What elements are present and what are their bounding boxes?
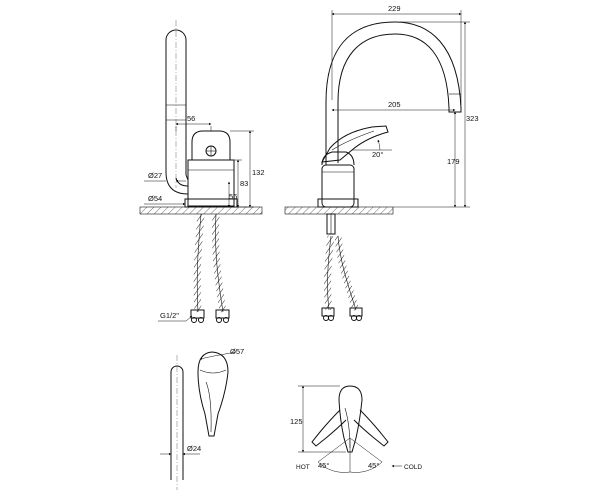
front-countertop: [284, 206, 394, 215]
dim-125: 125: [290, 417, 303, 426]
dim-dia-24: Ø24: [187, 444, 201, 453]
front-lever: [321, 125, 389, 163]
dim-56-base: 56: [229, 192, 237, 201]
front-view: 20° 229 205 323: [284, 4, 479, 321]
dim-height-spout: 179: [447, 157, 460, 166]
dim-lever-angle: 20°: [372, 150, 383, 159]
dim-angle-right: 45°: [368, 461, 379, 470]
dim-56-top: 56: [187, 114, 195, 123]
side-view: 56 132 83 56 Ø27 Ø54 G1/2": [139, 20, 265, 323]
dim-dia-57: Ø57: [230, 347, 244, 356]
label-hot: HOT: [296, 464, 310, 471]
dim-thread: G1/2": [160, 311, 179, 320]
rotation-lever-cold: [353, 409, 389, 447]
front-body: [321, 164, 355, 208]
front-spout: [325, 21, 462, 165]
rotation-lever-hot: [311, 409, 347, 447]
dim-height-total: 323: [466, 114, 479, 123]
side-body: [187, 159, 235, 207]
dim-reach-total: 229: [388, 4, 401, 13]
top-lever: [197, 351, 229, 437]
side-hoses: [190, 213, 230, 323]
dim-angle-left: 45°: [318, 461, 329, 470]
dim-reach-spout: 205: [388, 100, 401, 109]
rotation-lever-center: [338, 385, 363, 453]
dim-dia-27: Ø27: [148, 171, 162, 180]
dim-132: 132: [252, 168, 265, 177]
dim-83: 83: [240, 179, 248, 188]
front-hoses: [321, 213, 363, 321]
side-spout-tube: [165, 29, 187, 175]
top-view: Ø57 Ø24: [160, 347, 244, 490]
label-cold: COLD: [404, 464, 422, 471]
side-countertop: [139, 206, 263, 215]
lever-rotation-view: 45° 45° 125 HOT COLD: [290, 385, 422, 473]
dim-dia-54: Ø54: [148, 194, 162, 203]
